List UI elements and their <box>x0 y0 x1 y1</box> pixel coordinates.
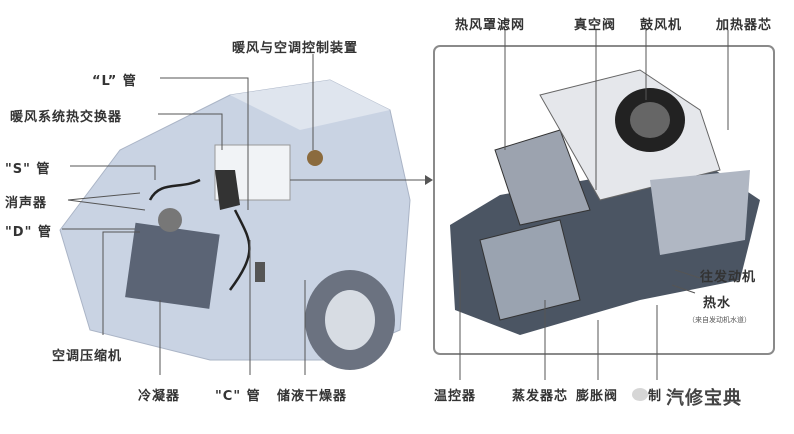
label-vacuum-valve: 真空阀 <box>574 18 617 33</box>
label-heater-exchanger: 暖风系统热交换器 <box>10 110 123 125</box>
label-partial: 制 <box>648 389 663 404</box>
label-to-engine: 往发动机 <box>700 270 757 285</box>
label-blower: 鼓风机 <box>640 18 683 33</box>
label-heater-core: 加热器芯 <box>716 18 773 33</box>
label-hot-water-note: （来自发动机水道） <box>688 316 751 324</box>
watermark: 汽修宝典 <box>666 388 742 409</box>
label-control-unit: 暖风与空调控制装置 <box>232 41 359 56</box>
car-illustration <box>59 79 411 370</box>
label-receiver-drier: 储液干燥器 <box>277 389 348 404</box>
label-d-pipe: "D" 管 <box>5 225 52 240</box>
label-hot-water: 热水 <box>703 296 732 311</box>
label-filter: 热风罩滤网 <box>455 18 526 33</box>
label-condenser: 冷凝器 <box>138 389 181 404</box>
label-expansion-valve: 膨胀阀 <box>576 389 619 404</box>
hvac-unit-illustration <box>450 69 760 335</box>
control-unit-shape <box>307 150 323 166</box>
label-s-pipe: "S" 管 <box>5 162 51 177</box>
label-thermostat: 温控器 <box>434 389 477 404</box>
label-compressor: 空调压缩机 <box>52 349 123 364</box>
label-muffler: 消声器 <box>5 196 48 211</box>
compressor-shape <box>158 208 182 232</box>
label-c-pipe: "C" 管 <box>215 389 261 404</box>
label-l-pipe: “L” 管 <box>92 74 137 89</box>
condenser-shape <box>125 222 220 309</box>
wechat-icon <box>632 388 648 401</box>
label-evaporator: 蒸发器芯 <box>512 389 569 404</box>
